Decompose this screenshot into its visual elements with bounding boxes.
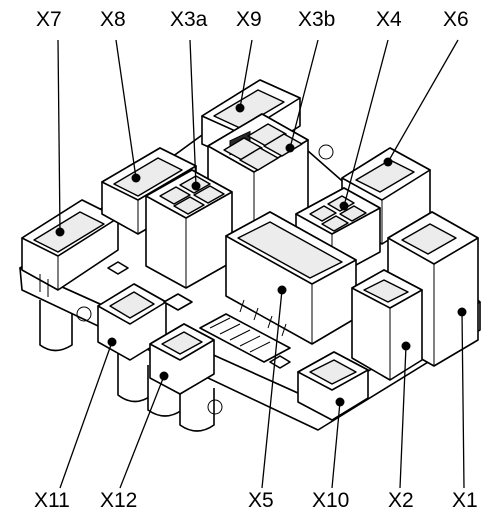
- label-x12: X12: [100, 489, 138, 512]
- label-x7: X7: [36, 8, 62, 31]
- connector-x10: [297, 351, 369, 421]
- label-x2: X2: [388, 489, 414, 512]
- label-x9: X9: [236, 8, 262, 31]
- label-x4: X4: [376, 8, 402, 31]
- connector-x7: [21, 199, 119, 297]
- label-x6: X6: [443, 8, 469, 31]
- connector-x3a: [145, 169, 233, 289]
- connector-x2: [351, 269, 423, 381]
- label-x1: X1: [452, 489, 478, 512]
- leader-lines: [57, 39, 465, 489]
- label-x5: X5: [248, 489, 274, 512]
- label-x3a: X3a: [170, 8, 208, 31]
- label-x3b: X3b: [298, 8, 336, 31]
- label-x8: X8: [100, 8, 126, 31]
- label-x11: X11: [34, 489, 70, 512]
- leader-dots: [55, 103, 467, 407]
- label-x10: X10: [312, 489, 350, 512]
- connector-x5: [225, 211, 357, 345]
